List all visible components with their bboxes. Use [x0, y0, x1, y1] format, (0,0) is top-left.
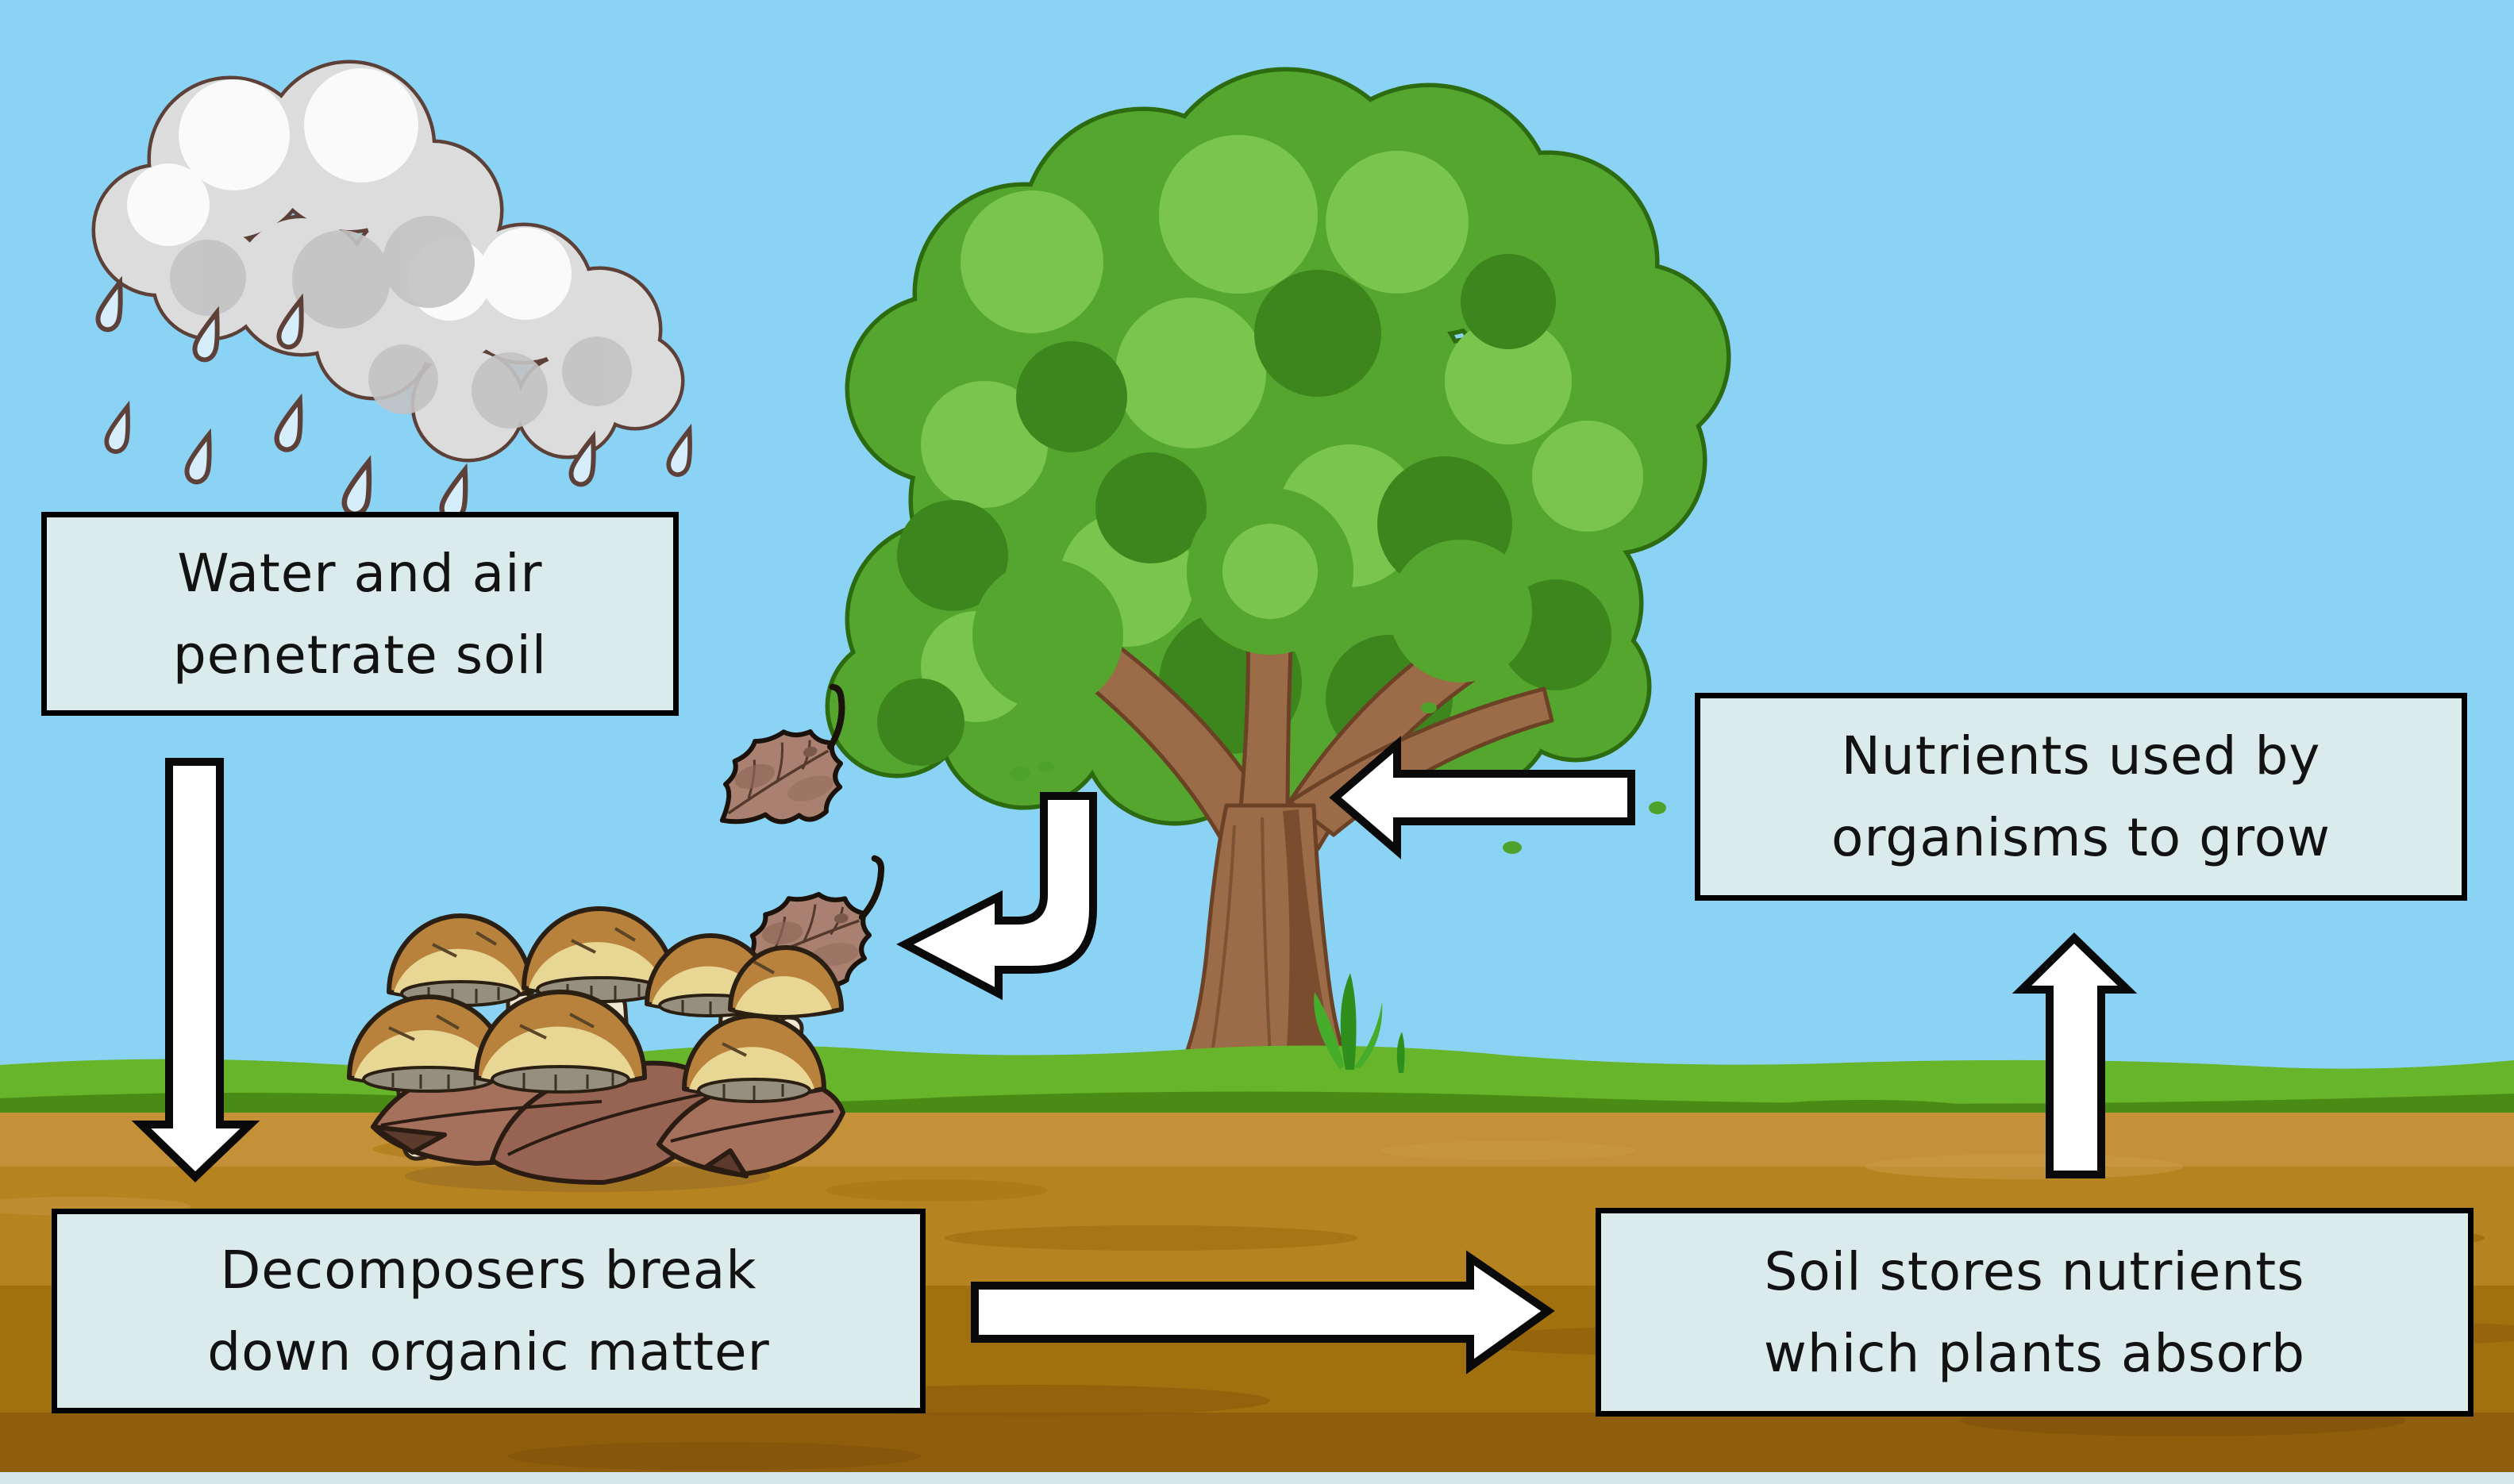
- label-text: Soil stores nutrients: [1764, 1240, 2305, 1302]
- label-box-nutrients-used: Nutrients used by organisms to grow: [1695, 693, 2467, 901]
- label-box-decomposers: Decomposers break down organic matter: [52, 1209, 926, 1413]
- label-text: organisms to grow: [1831, 807, 2331, 868]
- label-text: Nutrients used by: [1841, 725, 2321, 786]
- left-arrow-icon: [1329, 736, 1635, 859]
- mushroom-cluster-icon: [347, 906, 845, 1185]
- label-text: Decomposers break: [220, 1240, 757, 1301]
- seedling-icon: [1314, 973, 1405, 1073]
- curved-left-arrow-icon: [896, 792, 1097, 1001]
- label-box-soil-stores: Soil stores nutrients which plants absor…: [1596, 1208, 2474, 1417]
- label-text: which plants absorb: [1763, 1322, 2306, 1384]
- label-text: penetrate soil: [172, 624, 548, 686]
- rain-cloud-icon: [91, 60, 685, 463]
- right-arrow-icon: [971, 1250, 1555, 1374]
- label-box-water-air: Water and air penetrate soil: [41, 512, 679, 716]
- label-text: down organic matter: [207, 1321, 770, 1382]
- label-text: Water and air: [177, 542, 543, 604]
- up-arrow-icon: [2012, 932, 2138, 1178]
- tree-icon: [825, 67, 1731, 1097]
- down-arrow-icon: [131, 758, 260, 1182]
